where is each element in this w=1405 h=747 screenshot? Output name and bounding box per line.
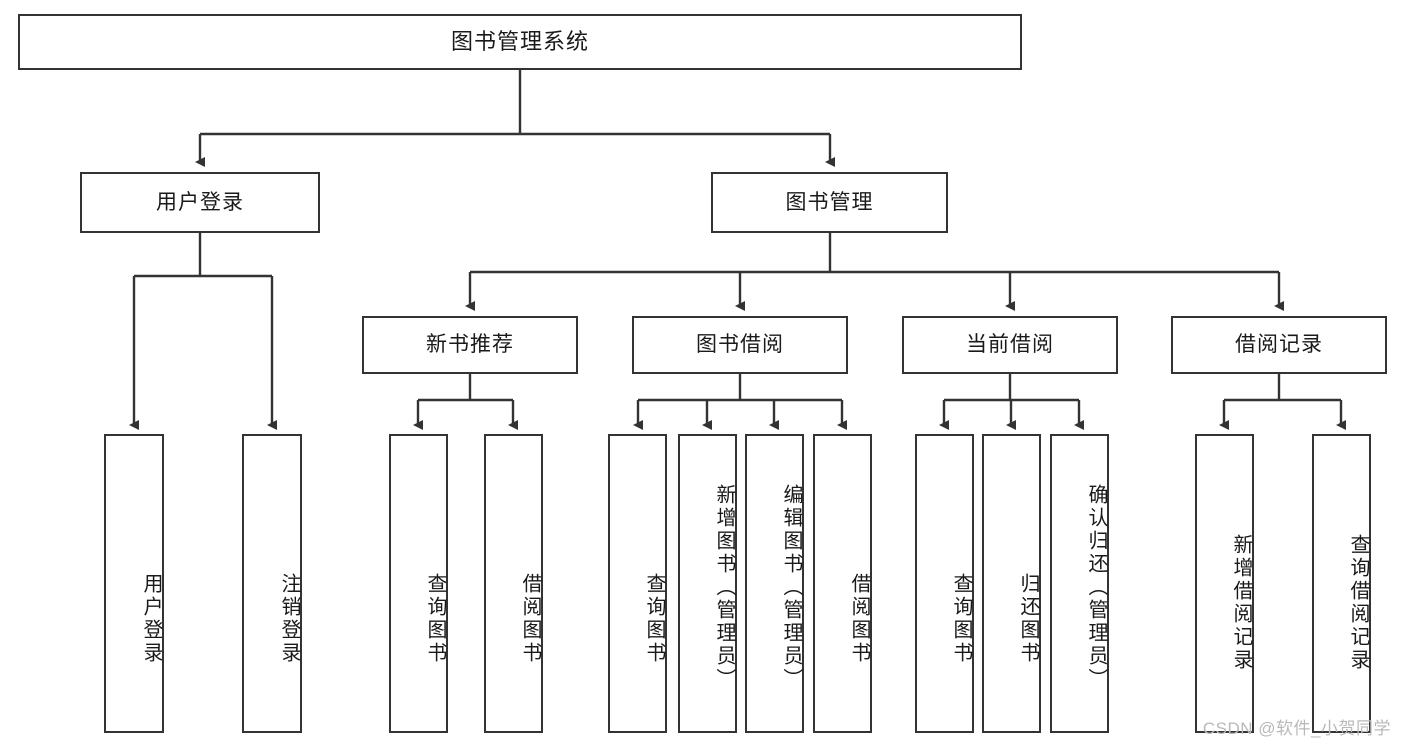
leaf-query-book-3[interactable]: 查询图书: [915, 434, 974, 733]
node-book-manage-label: 图书管理: [785, 190, 874, 214]
leaf-add-book-label: 新增图书（管理员）: [713, 484, 735, 691]
leaf-borrow-book-1-label: 借阅图书: [519, 572, 541, 665]
leaf-edit-book[interactable]: 编辑图书（管理员）: [745, 434, 804, 733]
leaf-query-book-1[interactable]: 查询图书: [389, 434, 448, 733]
leaf-confirm-return-label: 确认归还（管理员）: [1085, 484, 1107, 691]
leaf-query-book-2[interactable]: 查询图书: [608, 434, 667, 733]
node-root-label: 图书管理系统: [450, 28, 589, 54]
leaf-query-borrow-record-label: 查询借阅记录: [1347, 533, 1369, 672]
leaf-return-book[interactable]: 归还图书: [982, 434, 1041, 733]
leaf-query-book-1-label: 查询图书: [424, 572, 446, 665]
node-user-login[interactable]: 用户登录: [80, 172, 320, 233]
leaf-query-book-3-label: 查询图书: [950, 572, 972, 665]
leaf-user-login[interactable]: 用户登录: [104, 434, 164, 733]
leaf-user-login-label: 用户登录: [140, 572, 162, 665]
leaf-query-borrow-record[interactable]: 查询借阅记录: [1312, 434, 1371, 733]
leaf-user-logout-label: 注销登录: [278, 572, 300, 665]
csdn-watermark: CSDN @软件_小贺同学: [1202, 719, 1391, 738]
node-user-login-label: 用户登录: [156, 190, 244, 214]
leaf-borrow-book-2[interactable]: 借阅图书: [813, 434, 872, 733]
leaf-edit-book-label: 编辑图书（管理员）: [780, 484, 802, 691]
leaf-confirm-return[interactable]: 确认归还（管理员）: [1050, 434, 1109, 733]
leaf-add-book[interactable]: 新增图书（管理员）: [678, 434, 737, 733]
leaf-return-book-label: 归还图书: [1017, 572, 1039, 665]
leaf-query-book-2-label: 查询图书: [643, 572, 665, 665]
node-book-borrow-label: 图书借阅: [696, 333, 784, 357]
node-new-book-recommendation-label: 新书推荐: [426, 333, 514, 357]
leaf-borrow-book-2-label: 借阅图书: [848, 572, 870, 665]
leaf-add-borrow-record[interactable]: 新增借阅记录: [1195, 434, 1254, 733]
node-current-borrow-label: 当前借阅: [966, 333, 1054, 357]
leaf-add-borrow-record-label: 新增借阅记录: [1230, 533, 1252, 672]
node-book-borrow[interactable]: 图书借阅: [632, 316, 848, 374]
node-borrow-record-label: 借阅记录: [1235, 333, 1323, 357]
node-current-borrow[interactable]: 当前借阅: [902, 316, 1118, 374]
leaf-user-logout[interactable]: 注销登录: [242, 434, 302, 733]
node-root-book-management-system[interactable]: 图书管理系统: [18, 14, 1022, 70]
leaf-borrow-book-1[interactable]: 借阅图书: [484, 434, 543, 733]
node-new-book-recommendation[interactable]: 新书推荐: [362, 316, 578, 374]
node-borrow-record[interactable]: 借阅记录: [1171, 316, 1387, 374]
node-book-manage[interactable]: 图书管理: [711, 172, 948, 233]
